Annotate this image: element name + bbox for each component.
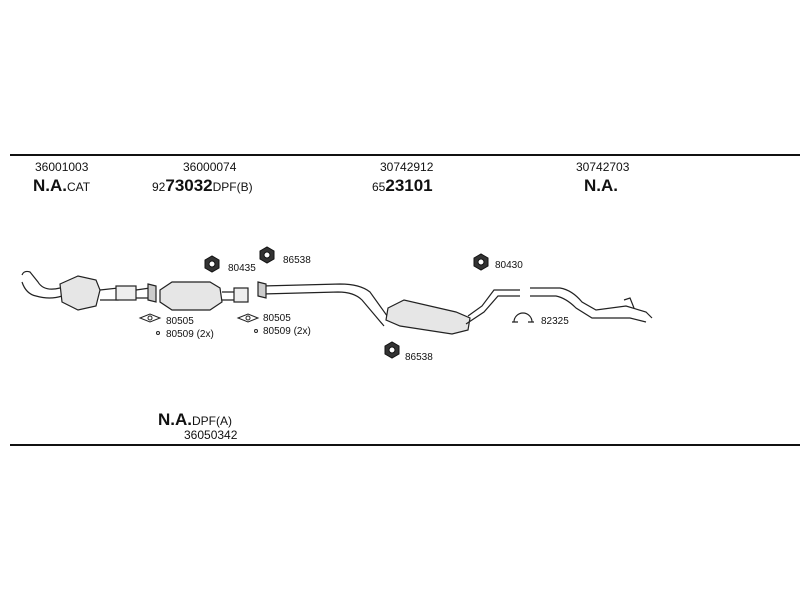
col1-code: N.A.CAT	[33, 176, 90, 196]
col2-code-prefix: 92	[152, 180, 166, 194]
col4-part-number: 30742703	[576, 160, 630, 174]
middle-silencer	[385, 299, 471, 335]
mid-pipe	[261, 283, 391, 327]
col3-code-main: 23101	[385, 176, 433, 195]
tail-pipe	[530, 287, 653, 323]
col1-code-suffix: CAT	[67, 180, 91, 194]
clamp-82325-icon	[512, 312, 534, 323]
bottom-code: N.A.DPF(A)	[158, 410, 232, 430]
tail-end	[623, 297, 635, 309]
col2-code-main: 73032	[165, 176, 213, 195]
hanger-80435-icon	[204, 255, 220, 273]
col1-code-main: N.A.	[33, 176, 67, 195]
hanger-80430-icon	[473, 253, 489, 271]
gasket-a-icon	[138, 313, 162, 323]
dpf-flex	[233, 287, 249, 303]
label-86538-bottom: 86538	[405, 352, 433, 363]
label-bolt-a: 80509 (2x)	[166, 329, 214, 340]
hanger-86538-bottom-icon	[384, 341, 400, 359]
col3-code: 6523101	[372, 176, 433, 196]
col3-code-prefix: 65	[372, 180, 386, 194]
bottom-code-main: N.A.	[158, 410, 192, 429]
col4-code: N.A.	[584, 176, 618, 196]
front-pipe	[21, 270, 63, 299]
bottom-code-suffix: DPF(A)	[192, 414, 232, 428]
label-80435: 80435	[228, 263, 256, 274]
gasket-b-icon	[236, 313, 260, 323]
label-80430: 80430	[495, 260, 523, 271]
flange-a	[147, 283, 157, 303]
label-gasket-b: 80505	[263, 313, 291, 324]
dpf-body	[159, 281, 223, 311]
label-86538-top: 86538	[283, 255, 311, 266]
flange-b	[257, 281, 267, 299]
col2-part-number: 36000074	[183, 160, 237, 174]
bolt-b-icon	[254, 329, 258, 333]
bolt-a-icon	[156, 331, 160, 335]
bottom-part-number: 36050342	[184, 428, 238, 442]
col4-code-main: N.A.	[584, 176, 618, 195]
hanger-86538-top-icon	[259, 246, 275, 264]
top-divider-line	[10, 154, 800, 156]
label-bolt-b: 80509 (2x)	[263, 326, 311, 337]
catalyst-outlet	[99, 287, 119, 301]
label-gasket-a: 80505	[166, 316, 194, 327]
rear-pipe	[465, 289, 520, 325]
col1-part-number: 36001003	[35, 160, 89, 174]
col2-code: 9273032DPF(B)	[152, 176, 253, 196]
catalyst-flex-section	[115, 285, 137, 301]
col3-part-number: 30742912	[380, 160, 434, 174]
label-82325: 82325	[541, 316, 569, 327]
catalyst-body	[59, 275, 101, 311]
bottom-divider-line	[10, 444, 800, 446]
col2-code-suffix: DPF(B)	[212, 180, 253, 194]
